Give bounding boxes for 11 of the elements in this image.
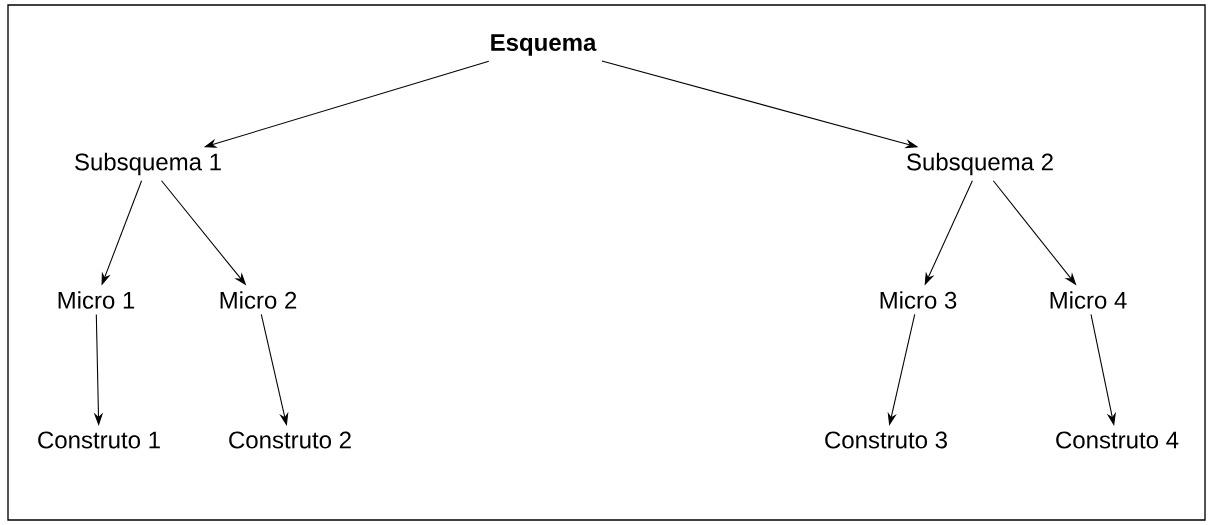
node-label: Construto 1 (38, 431, 160, 449)
node-label: Construto 4 (1056, 431, 1179, 449)
node-label: Construto 2 (229, 431, 351, 449)
node-label: Subsquema 2 (907, 152, 1053, 176)
node-label: Micro 2 (220, 291, 297, 309)
node-label: Micro 4 (1050, 291, 1127, 309)
node-label: Construto 3 (825, 431, 947, 449)
node-label: Micro 1 (58, 291, 135, 309)
node-label: Subsquema 1 (75, 152, 221, 176)
heading-label: Esquema (491, 34, 597, 56)
node-label: Micro 3 (880, 291, 957, 309)
